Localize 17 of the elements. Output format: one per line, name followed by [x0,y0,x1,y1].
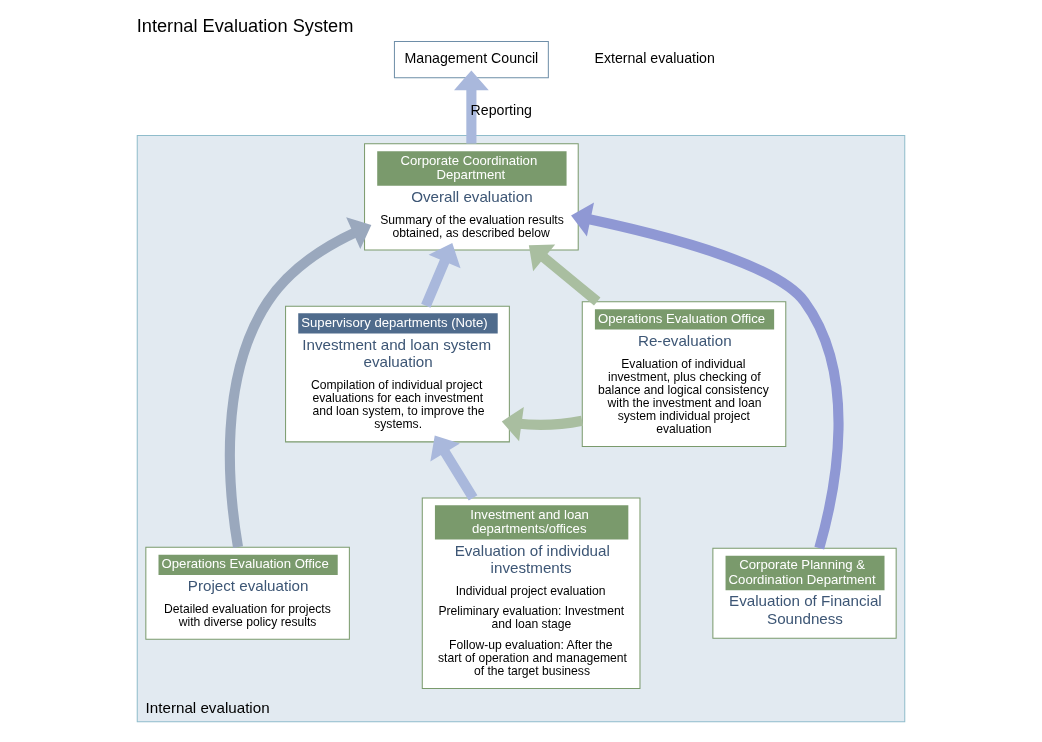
edge-label: Reporting [470,101,532,118]
arrow [571,202,844,549]
node-box: Investment and loan departments/offices Evaluation of individual investments Individual project evaluation Preliminary evaluation: Investment and loan stage Follow-up evaluation: After the start of operation and management of the target business [421,497,641,689]
node-box: Operations Evaluation Office Re-evaluation Evaluation of individual investment, plus checking of balance and logical consistency with the investment and loan system individual project evaluation [581,300,787,447]
node-box: Corporate Coordination Department Overall evaluation Summary of the evaluation results obtained, as described below [364,142,579,250]
arrow [421,242,461,308]
node-box: Management Council [393,40,549,78]
arrow [224,216,372,548]
node-box: Corporate Planning & Coordination Department Evaluation of Financial Soundness [712,547,897,639]
node-box: Supervisory departments (Note) Investment and loan system evaluation Compilation of individual project evaluations for each investment and loan system, to improve the systems. [285,305,510,442]
node-box: Operations Evaluation Office Project evaluation Detailed evaluation for projects with diverse policy results [145,546,350,640]
arrow [501,406,583,441]
arrow [430,435,478,501]
label: External evaluation [594,49,715,66]
arrow [528,243,601,305]
arrow [454,69,489,144]
diagram-title: Internal Evaluation System [136,15,354,36]
